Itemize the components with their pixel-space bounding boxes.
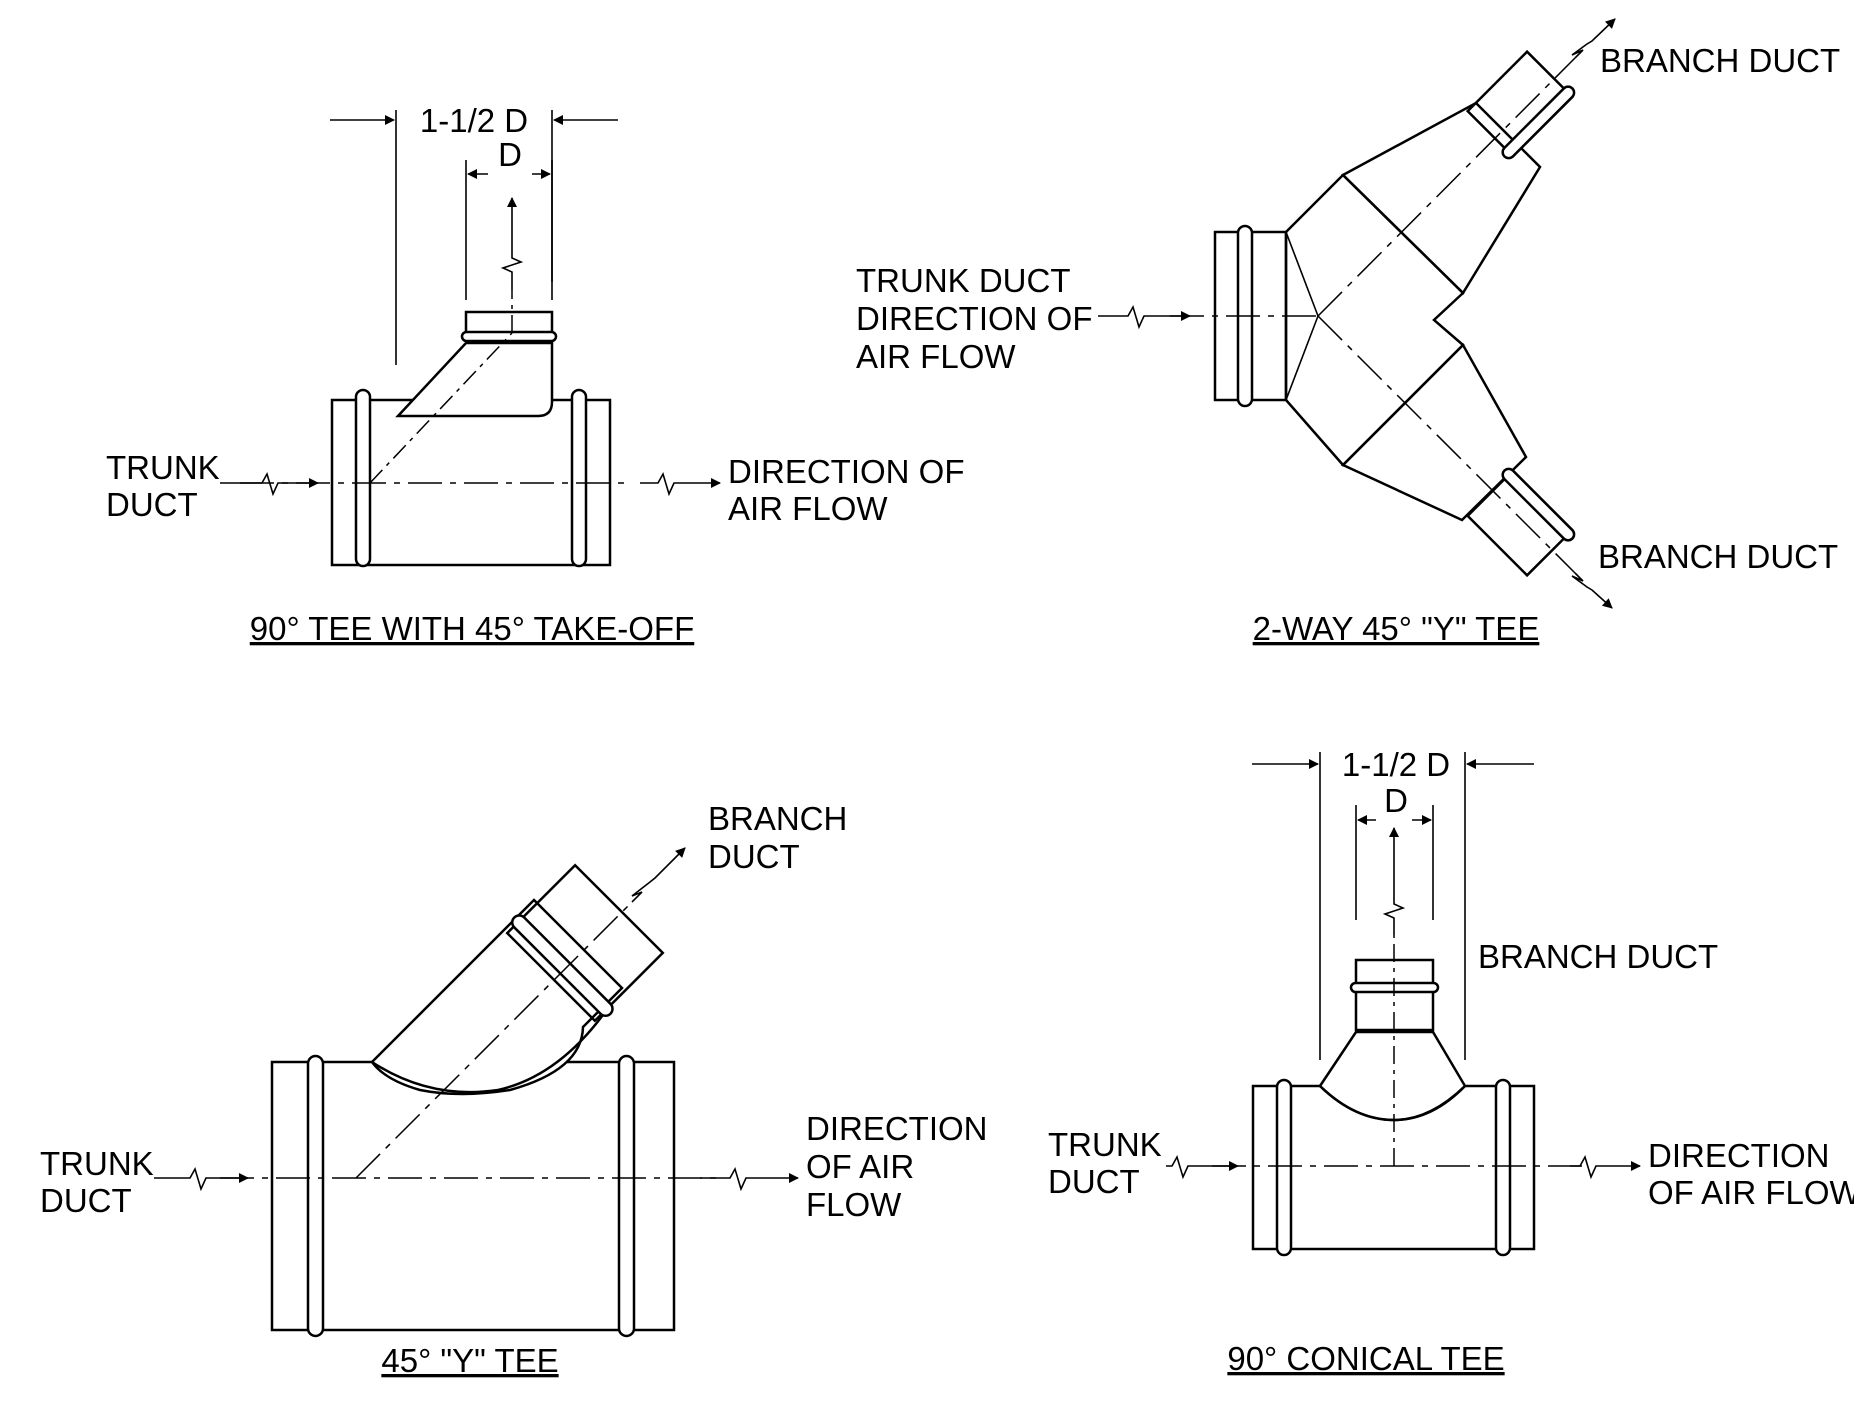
trunk-ring-left xyxy=(354,388,372,568)
branch-flow-arrow xyxy=(500,197,524,290)
trunk-ring-right xyxy=(617,1054,636,1338)
figure-90-conical-tee: BRANCH DUCT 1-1/2 D D TRUNK DUCT DIRECTI… xyxy=(1048,746,1854,1377)
trunk-label-line2: DUCT xyxy=(1048,1163,1140,1200)
trunk-body xyxy=(270,1060,676,1332)
flow-outlet-arrow xyxy=(1570,1154,1641,1180)
figure-title: 2-WAY 45° "Y" TEE xyxy=(1253,610,1540,647)
flow-label-line1: DIRECTION xyxy=(806,1110,988,1147)
upper-cone xyxy=(1340,101,1542,295)
dim-inner-label: D xyxy=(498,136,522,173)
figure-title: 90° TEE WITH 45° TAKE-OFF xyxy=(250,610,695,647)
trunk-label-line1: TRUNK DUCT xyxy=(856,262,1070,299)
flow-label-line1: DIRECTION xyxy=(1648,1137,1830,1174)
trunk-ring-left xyxy=(1275,1078,1293,1257)
trunk-inlet-arrow xyxy=(154,1166,249,1192)
takeoff-boot xyxy=(395,341,554,418)
upper-branch-centerline xyxy=(1317,57,1576,317)
branch-top-label: BRANCH DUCT xyxy=(1600,42,1840,79)
trunk-ring-right xyxy=(1494,1078,1512,1257)
flow-label-line1: DIRECTION OF xyxy=(728,453,965,490)
figure-2way-y-tee: BRANCH DUCT BRANCH DUCT TRUNK DUCT DIREC… xyxy=(856,18,1840,647)
upper-branch-arrow xyxy=(1571,18,1616,59)
takeoff-ring xyxy=(460,330,558,343)
seam-b xyxy=(1285,315,1319,401)
lower-branch-centerline xyxy=(1317,315,1576,574)
dim-outer-label: 1-1/2 D xyxy=(1342,746,1450,783)
figure-title: 45° "Y" TEE xyxy=(381,1342,558,1379)
lower-branch-arrow xyxy=(1571,572,1613,609)
lower-cone xyxy=(1340,342,1528,522)
trunk-label-line2: DUCT xyxy=(106,486,198,523)
branch-bottom-label: BRANCH DUCT xyxy=(1598,538,1838,575)
branch-collar xyxy=(505,863,665,1023)
flow-label-line2: OF AIR xyxy=(806,1148,914,1185)
y-body-outline xyxy=(1284,173,1465,467)
trunk-inlet-arrow xyxy=(220,471,319,497)
branch-label: BRANCH DUCT xyxy=(1478,938,1718,975)
conical-branch xyxy=(1318,1030,1467,1122)
branch-flow-arrow xyxy=(1382,827,1406,935)
upper-branch-collar xyxy=(1465,49,1576,160)
figure-45-y-tee: BRANCH DUCT TRUNK DUCT DIRECTION OF AIR … xyxy=(40,800,988,1379)
trunk-label-line1: TRUNK xyxy=(106,449,220,486)
trunk-label-line2: DUCT xyxy=(40,1182,132,1219)
dim-inner-label: D xyxy=(1384,782,1408,819)
trunk-label-line1: TRUNK xyxy=(40,1145,154,1182)
flow-outlet-arrow xyxy=(640,471,721,497)
flow-label-line2: OF AIR FLOW xyxy=(1648,1174,1854,1211)
seam-a xyxy=(1285,231,1319,317)
branch-centerline xyxy=(355,901,633,1179)
takeoff-centerline xyxy=(369,332,513,484)
trunk-label-line1: TRUNK xyxy=(1048,1126,1162,1163)
branch-label-line2: DUCT xyxy=(708,838,800,875)
trunk-ring-left xyxy=(306,1054,325,1338)
branch-saddle-curve xyxy=(371,1007,610,1094)
flow-label-line3: FLOW xyxy=(806,1186,902,1223)
trunk-inlet-arrow xyxy=(1166,1154,1239,1180)
figure-title: 90° CONICAL TEE xyxy=(1227,1340,1504,1377)
flow-outlet-arrow xyxy=(700,1166,799,1192)
trunk-inlet-arrow xyxy=(1098,304,1191,330)
trunk-label-line2: DIRECTION OF xyxy=(856,300,1093,337)
lower-branch-collar xyxy=(1465,467,1576,578)
figure-90-tee-45-takeoff: 1-1/2 D D TRUNK DUCT DIRECTION OF AIR FL… xyxy=(106,102,965,647)
branch-label-line1: BRANCH xyxy=(708,800,847,837)
flow-label-line2: AIR FLOW xyxy=(728,490,888,527)
dim-outer-label: 1-1/2 D xyxy=(420,102,528,139)
trunk-ring-right xyxy=(570,388,588,568)
branch-flow-arrow xyxy=(631,847,686,903)
trunk-label-line3: AIR FLOW xyxy=(856,338,1016,375)
